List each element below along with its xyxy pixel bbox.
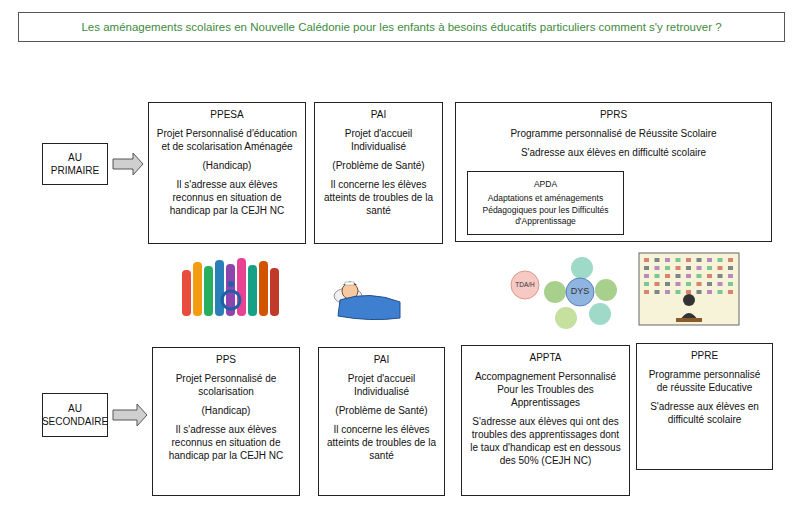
box-text: Projet d'accueil Individualisé xyxy=(325,372,438,398)
box-heading: PAI xyxy=(374,353,389,366)
block-arrow xyxy=(113,153,143,175)
box-heading: APDA xyxy=(534,179,557,190)
box-text: Il s'adresse aux élèves reconnus en situ… xyxy=(155,178,299,217)
box-text: Accompagnement Personnalisé Pour les Tro… xyxy=(468,370,623,409)
box-text: (Handicap) xyxy=(203,159,252,172)
block-arrow xyxy=(113,404,147,426)
box-text: S'adresse aux élèves en difficulté scola… xyxy=(521,146,706,159)
box-text: Programme personnalisé de Réussite Scola… xyxy=(510,127,716,140)
reading-picture xyxy=(639,253,739,325)
title-box: Les aménagements scolaires en Nouvelle C… xyxy=(18,12,785,42)
hands-picture xyxy=(182,258,279,316)
box-text: Il s'adresse aux élèves reconnus en situ… xyxy=(159,423,293,462)
box-text: Programme personnalisé de réussite Educa… xyxy=(643,368,766,394)
box-heading: PPRE xyxy=(691,349,718,362)
box-heading: APPTA xyxy=(529,351,561,364)
info-box: AU PRIMAIRE xyxy=(42,143,108,185)
sick-child-picture xyxy=(334,282,400,320)
box-text: (Problème de Santé) xyxy=(335,404,427,417)
box-text: Il concerne les élèves atteints de troub… xyxy=(325,423,438,462)
box-text: S'adresse aux élèves qui ont des trouble… xyxy=(468,415,623,467)
box-heading: AU SECONDAIRE xyxy=(42,402,108,428)
info-box: APPTA Accompagnement Personnalisé Pour le… xyxy=(461,345,630,496)
box-heading: AU PRIMAIRE xyxy=(49,151,101,177)
box-text: Projet d'accueil Individualisé xyxy=(321,127,436,153)
dys-bubbles xyxy=(511,257,617,329)
box-text: (Handicap) xyxy=(202,404,251,417)
info-box: AU SECONDAIRE xyxy=(42,393,108,437)
picture-label: TDA/H xyxy=(511,281,539,288)
box-text: Adaptations et aménagements Pédagogiques… xyxy=(474,193,617,226)
inner-box: APDA Adaptations et aménagements Pédagogi… xyxy=(467,171,624,235)
box-heading: PPRS xyxy=(600,108,627,121)
info-box: PPRS Programme personnalisé de Réussite S… xyxy=(455,102,772,242)
box-heading: PPESA xyxy=(210,108,243,121)
box-heading: PAI xyxy=(371,108,386,121)
box-text: S'adresse aux élèves en difficulté scola… xyxy=(643,400,766,426)
box-heading: PPS xyxy=(216,353,236,366)
box-text: Il concerne les élèves atteints de troub… xyxy=(321,178,436,217)
box-text: Projet Personnalisé d'éducation et de sc… xyxy=(155,127,299,153)
box-text: (Problème de Santé) xyxy=(332,159,424,172)
picture-label: DYS xyxy=(568,286,592,296)
box-text: Projet Personnalisé de scolarisation xyxy=(159,372,293,398)
info-box: PAI Projet d'accueil Individualisé (Problè… xyxy=(314,102,443,244)
info-box: PAI Projet d'accueil Individualisé (Problè… xyxy=(318,347,445,496)
info-box: PPS Projet Personnalisé de scolarisation (… xyxy=(152,347,300,496)
info-box: PPESA Projet Personnalisé d'éducation et … xyxy=(148,102,306,244)
info-box: PPRE Programme personnalisé de réussite E… xyxy=(636,343,773,470)
